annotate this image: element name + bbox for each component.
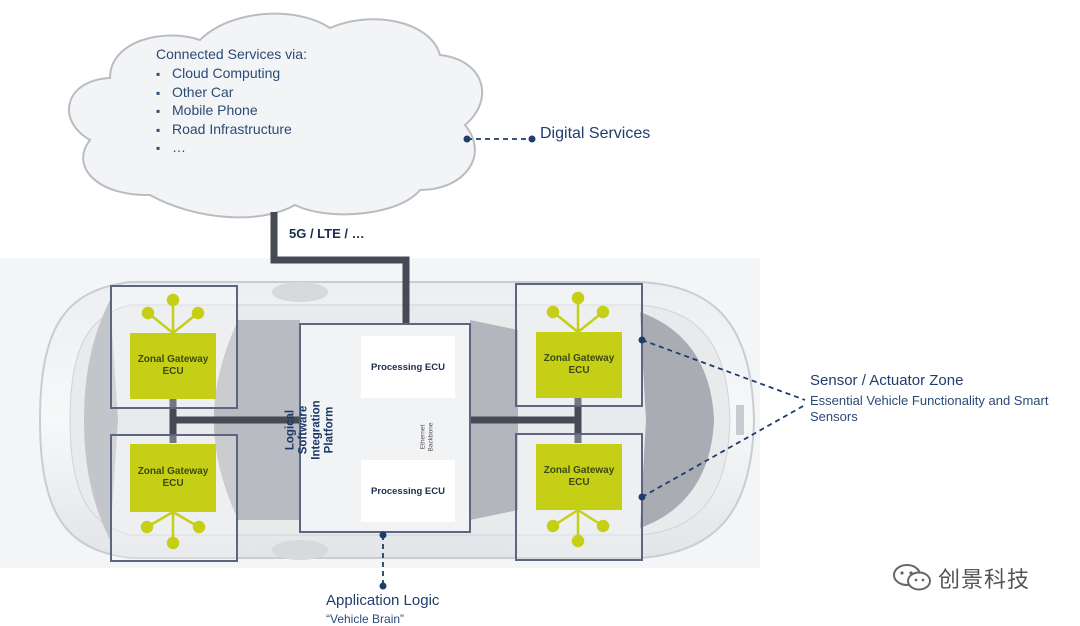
cloud-service-list: Cloud Computing Other Car Mobile Phone R… xyxy=(156,64,292,157)
application-logic-subtitle: “Vehicle Brain” xyxy=(326,612,405,626)
zonal-gateway-blocks xyxy=(130,332,622,512)
platform-label: Logical Software Integration Platform xyxy=(285,345,336,515)
connectivity-label: 5G / LTE / … xyxy=(289,226,365,241)
zonal-gateway-front-left: Zonal Gateway ECU xyxy=(137,354,209,377)
watermark: 创景科技 xyxy=(892,562,1030,594)
leader-lines xyxy=(382,138,806,586)
digital-services-label: Digital Services xyxy=(540,125,651,142)
cloud-service-item: Other Car xyxy=(156,83,292,102)
sensor-zone-title: Sensor / Actuator Zone xyxy=(810,372,964,389)
watermark-text: 创景科技 xyxy=(938,567,1031,592)
cloud-service-item: Cloud Computing xyxy=(156,64,292,83)
zonal-gateway-front-right: Zonal Gateway ECU xyxy=(543,353,615,376)
cloud-service-item: Mobile Phone xyxy=(156,101,292,120)
zonal-gateway-rear-right: Zonal Gateway ECU xyxy=(543,465,615,488)
sensor-spokes xyxy=(140,291,610,550)
cloud-title: Connected Services via: xyxy=(156,46,307,62)
sensor-zone-description: Essential Vehicle Functionality and Smar… xyxy=(810,393,1049,424)
leader-dots xyxy=(379,135,646,590)
platform-label-text: Logical Software Integration Platform xyxy=(285,400,337,460)
wechat-icon xyxy=(893,564,931,591)
processing-ecu-bottom-box xyxy=(361,460,455,522)
cloud-service-item: Road Infrastructure xyxy=(156,120,292,139)
application-logic-title: Application Logic xyxy=(326,592,440,609)
ethernet-backbone-text: Ethernet Backbone xyxy=(419,422,434,452)
processing-ecu-top-box xyxy=(361,336,455,398)
processing-ecu-bottom: Processing ECU xyxy=(371,485,445,497)
processing-ecu-top: Processing ECU xyxy=(371,361,445,373)
cloud-service-item: … xyxy=(156,138,292,157)
ethernet-backbone-label: Ethernet Backbone xyxy=(414,412,440,462)
zonal-gateway-rear-left: Zonal Gateway ECU xyxy=(137,466,209,489)
